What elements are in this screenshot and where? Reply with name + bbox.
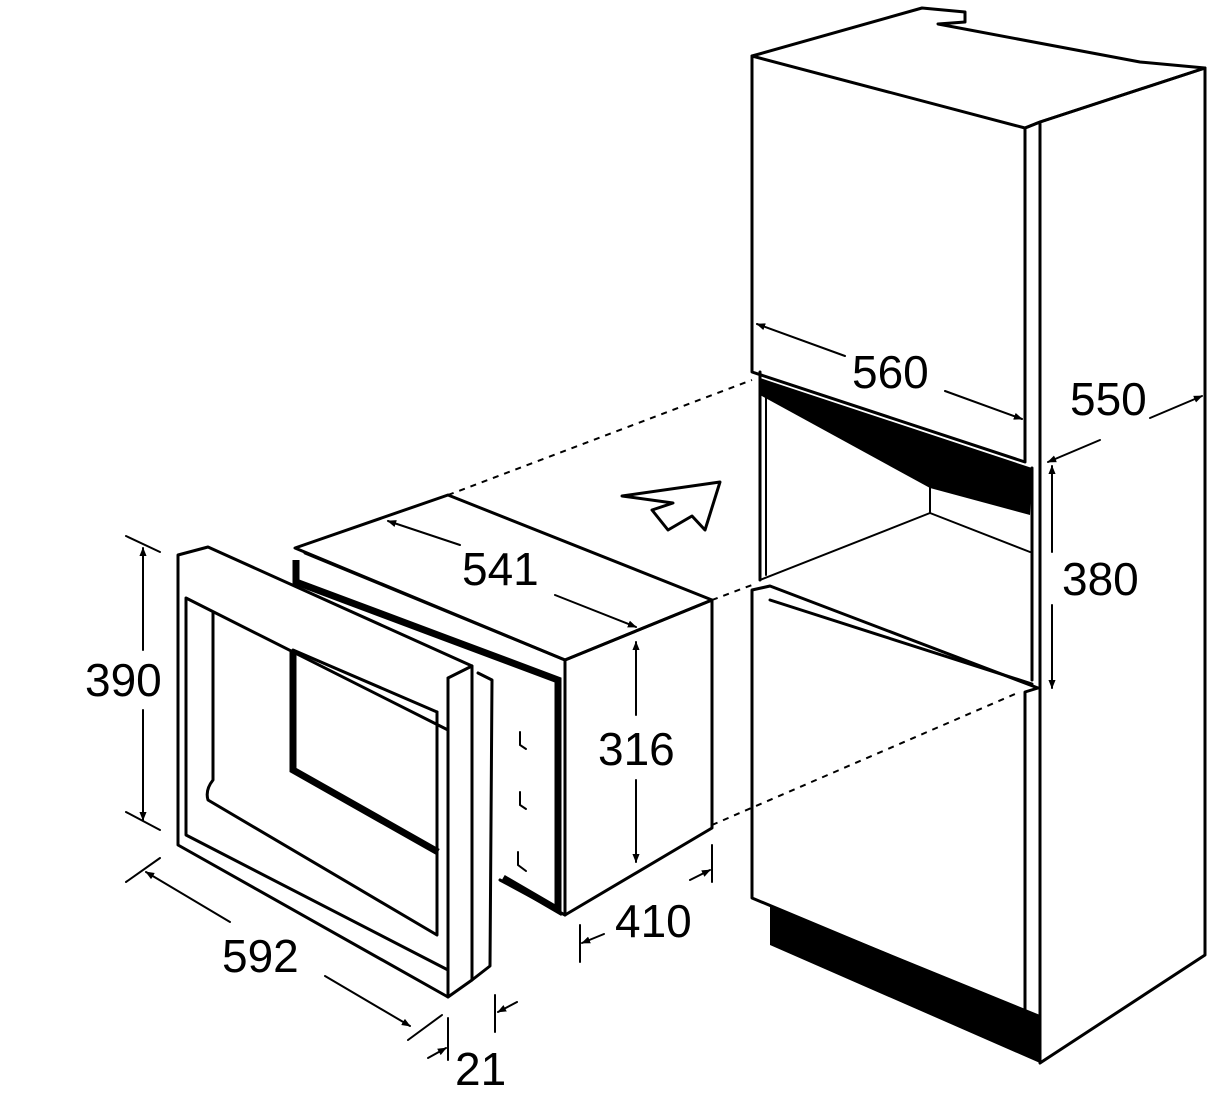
guide-line-bottom [711, 693, 1016, 826]
dim-410-left [581, 933, 605, 944]
dim-390-ext-top [125, 535, 161, 553]
cabinet-shelf-edge [768, 598, 1034, 686]
dimension-lines [125, 323, 1203, 1061]
niche-top-shadow [760, 378, 1032, 515]
control-mark-2 [519, 791, 527, 810]
cabinet-plinth [770, 905, 1040, 1063]
dim-550-right [1149, 395, 1203, 419]
frame-inner [184, 596, 450, 972]
dim-592-ext-left [125, 857, 161, 883]
insert-arrow-icon [620, 480, 722, 532]
guide-line-top [447, 379, 753, 496]
dim-550-left [1047, 439, 1101, 463]
dim-592-right [324, 975, 411, 1027]
label-frame-depth: 21 [455, 1043, 506, 1095]
dim-592-ext-right [407, 1014, 443, 1041]
label-frame-height: 390 [85, 654, 162, 706]
label-oven-width: 541 [462, 543, 539, 595]
dim-560-right [944, 390, 1023, 420]
niche-floor-left-edge [759, 512, 931, 581]
oven-front-frame [292, 560, 562, 917]
dimension-labels: 560 550 380 541 316 410 390 592 21 [85, 346, 1147, 1095]
label-frame-width: 592 [222, 930, 299, 982]
dim-541-right [554, 594, 637, 628]
label-oven-depth: 410 [615, 895, 692, 947]
trim-frame [176, 545, 494, 999]
frame-side-depth [446, 664, 494, 999]
guide-line-middle [711, 584, 753, 601]
label-niche-height: 380 [1062, 553, 1139, 605]
oven-front-face [303, 551, 567, 917]
dim-592-left [145, 871, 231, 923]
label-cabinet-width: 560 [852, 346, 929, 398]
control-mark-1 [519, 731, 527, 750]
label-cabinet-depth: 550 [1070, 373, 1147, 425]
cabinet-upper-front [750, 54, 1027, 464]
window-top-edge [291, 648, 439, 714]
cabinet-side-panel [1038, 66, 1207, 1065]
cabinet-top-face [750, 6, 1207, 130]
control-mark-3 [517, 851, 527, 872]
kitchen-cabinet [750, 6, 1207, 1065]
label-oven-height: 316 [598, 723, 675, 775]
frame-inner-edge [205, 610, 439, 937]
cabinet-lower-front [750, 584, 1040, 1014]
dim-21-left [427, 1047, 447, 1059]
oven-body [292, 493, 714, 917]
window-frame [289, 650, 440, 856]
niche-back-floor-edge [929, 512, 1031, 553]
cabinet-niche [758, 370, 1034, 682]
dim-21-right [497, 1001, 518, 1013]
dim-560-left [756, 323, 846, 357]
cabinet-edge [1023, 120, 1042, 130]
dim-410-right [689, 869, 711, 881]
dim-541-left [387, 520, 461, 546]
